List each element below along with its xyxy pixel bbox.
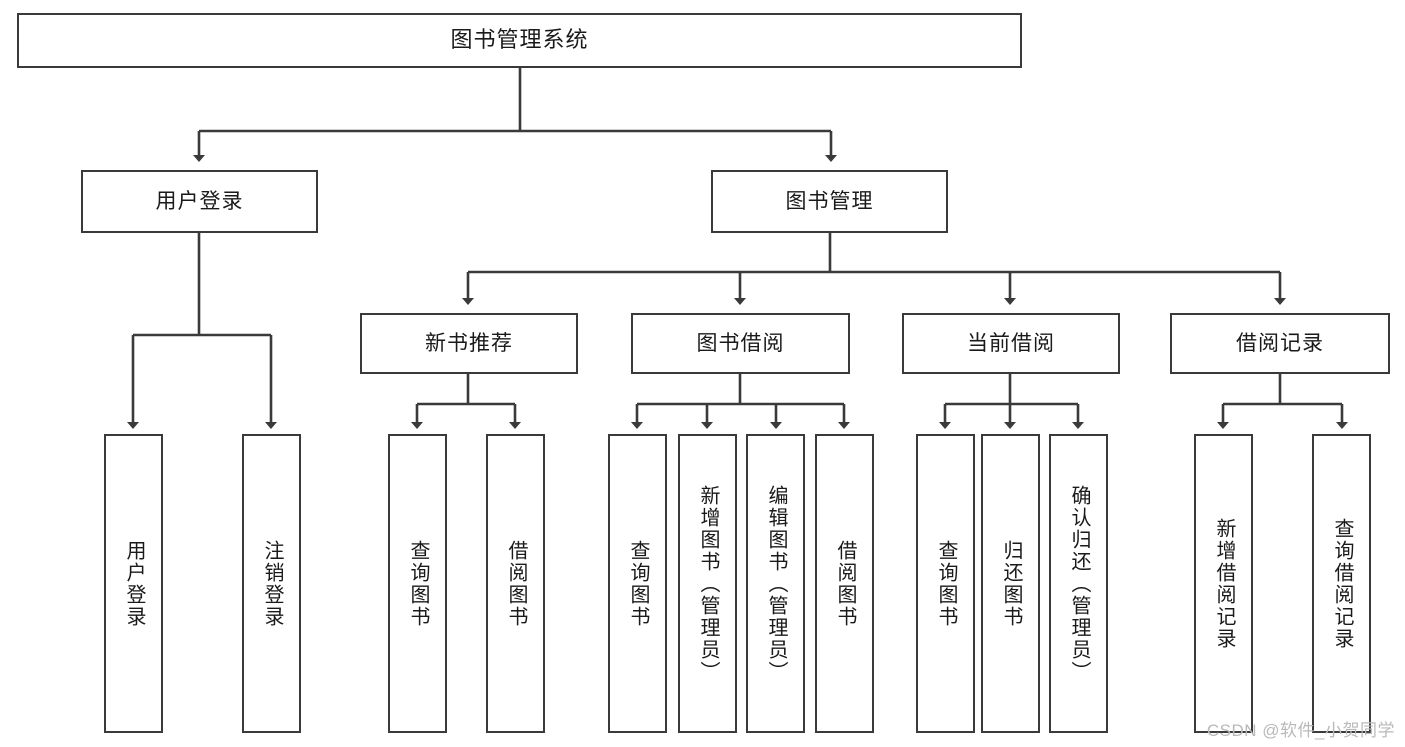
node-user-login[interactable]: 用户登录 [81,170,318,233]
leaf-borrow-edit-book-admin[interactable]: 编辑图书（管理员） [746,434,805,733]
node-label: 新增借阅记录 [1213,517,1235,650]
leaf-user-login-login[interactable]: 用户登录 [104,434,163,733]
node-new-book-recommend[interactable]: 新书推荐 [360,313,578,374]
leaf-user-login-logout[interactable]: 注销登录 [242,434,301,733]
leaf-borrow-query-book[interactable]: 查询图书 [608,434,667,733]
node-label: 借阅记录 [1236,331,1324,355]
node-label: 用户登录 [155,189,244,213]
node-label: 查询图书 [407,539,429,628]
leaf-recommend-query-book[interactable]: 查询图书 [388,434,447,733]
leaf-record-add-record[interactable]: 新增借阅记录 [1194,434,1253,733]
node-label: 新书推荐 [425,331,513,355]
leaf-recommend-borrow-book[interactable]: 借阅图书 [486,434,545,733]
node-label: 借阅图书 [505,539,527,628]
leaf-current-query-book[interactable]: 查询图书 [916,434,975,733]
leaf-record-query-record[interactable]: 查询借阅记录 [1312,434,1371,733]
node-label: 归还图书 [1000,539,1022,628]
node-label: 查询图书 [935,539,957,628]
leaf-current-confirm-return-admin[interactable]: 确认归还（管理员） [1049,434,1108,733]
node-label: 编辑图书（管理员） [765,484,787,683]
node-root-book-management-system[interactable]: 图书管理系统 [17,13,1022,68]
node-current-borrow[interactable]: 当前借阅 [902,313,1120,374]
node-label: 图书借阅 [696,331,785,355]
node-label: 借阅图书 [834,539,856,628]
node-book-borrow[interactable]: 图书借阅 [631,313,850,374]
leaf-borrow-add-book-admin[interactable]: 新增图书（管理员） [678,434,737,733]
node-label: 查询借阅记录 [1331,517,1353,650]
node-label: 图书管理系统 [450,27,589,53]
leaf-current-return-book[interactable]: 归还图书 [981,434,1040,733]
leaf-borrow-borrow-book[interactable]: 借阅图书 [815,434,874,733]
node-label: 确认归还（管理员） [1068,484,1090,683]
node-book-management[interactable]: 图书管理 [711,170,948,233]
watermark-text: CSDN @软件_小贺同学 [1206,721,1395,740]
node-label: 当前借阅 [967,331,1055,355]
node-borrow-record[interactable]: 借阅记录 [1170,313,1390,374]
node-label: 查询图书 [627,539,649,628]
node-label: 注销登录 [261,539,283,628]
node-label: 用户登录 [123,539,145,628]
node-label: 图书管理 [785,189,874,213]
node-label: 新增图书（管理员） [697,484,719,683]
